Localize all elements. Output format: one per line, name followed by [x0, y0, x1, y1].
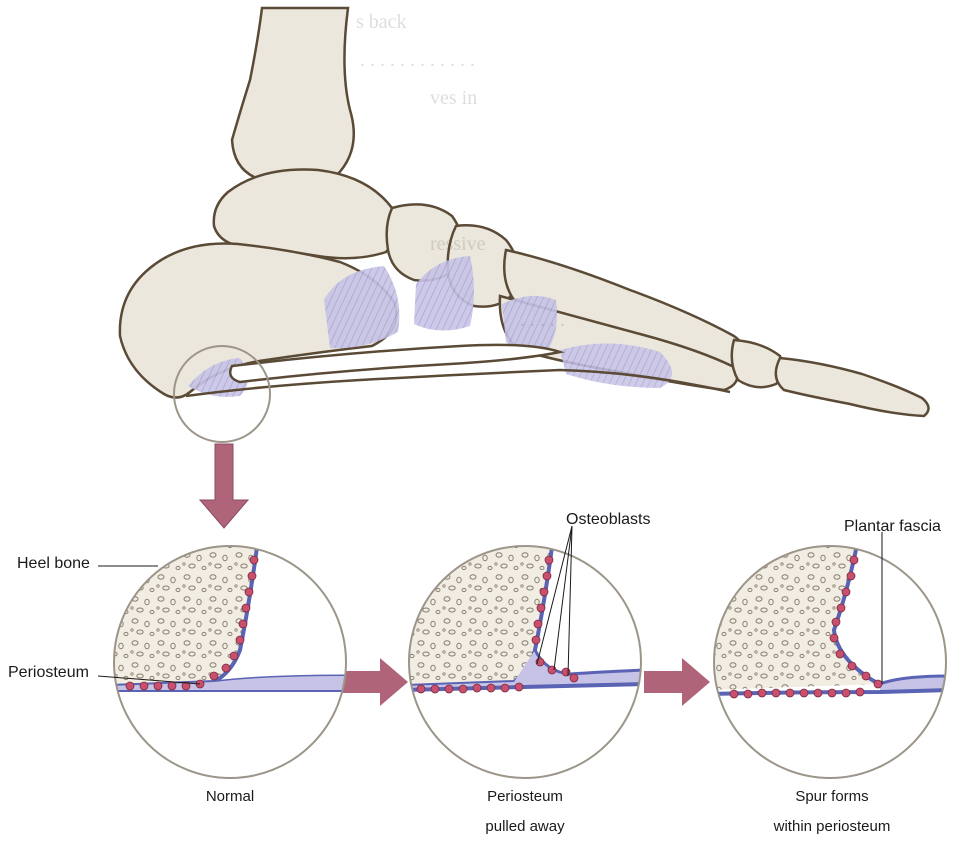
- heel-bone-label: Heel bone: [17, 555, 90, 573]
- right-arrow-1: [342, 658, 408, 706]
- stage-normal: [110, 540, 350, 778]
- caption-spur-forms: Spur forms within periosteum: [722, 782, 942, 842]
- tibia-bone: [232, 8, 354, 185]
- caption-line: pulled away: [415, 812, 635, 842]
- svg-text:ves in: ves in: [430, 87, 477, 109]
- stage-spur-forms: [710, 540, 950, 778]
- svg-text:. . . . . . . . . . . .: . . . . . . . . . . . .: [360, 49, 475, 71]
- svg-text:s back: s back: [356, 11, 407, 33]
- stage-pulled-away: [405, 540, 645, 778]
- svg-text:. . . . .: . . . . .: [520, 309, 565, 331]
- caption-line: Periosteum: [415, 782, 635, 812]
- plantar-fascia-label: Plantar fascia: [844, 518, 941, 536]
- osteoblasts-label: Osteoblasts: [566, 511, 650, 529]
- svg-text:ressive: ressive: [430, 233, 486, 255]
- toe-phalanx: [732, 340, 783, 387]
- caption-line: within periosteum: [722, 812, 942, 842]
- caption-line: Normal: [120, 782, 340, 812]
- down-arrow: [200, 444, 248, 528]
- toe-phalanx: [776, 358, 929, 416]
- periosteum-label: Periosteum: [8, 664, 89, 682]
- caption-pulled-away: Periosteum pulled away: [415, 782, 635, 842]
- right-arrow-2: [644, 658, 710, 706]
- caption-line: Spur forms: [722, 782, 942, 812]
- caption-normal: Normal: [120, 782, 340, 812]
- foot-skeleton: [120, 8, 929, 442]
